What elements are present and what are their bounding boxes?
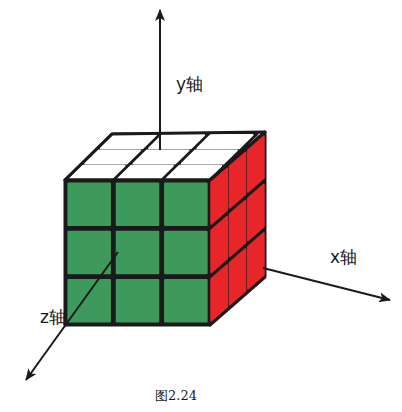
axes [26, 10, 390, 380]
cube-facelet [133, 150, 188, 163]
cube-facelet [118, 166, 173, 179]
rubiks-cube [65, 132, 265, 325]
cube-facelet [182, 150, 237, 163]
cube-facelet [197, 135, 252, 148]
cube-facelet [230, 249, 246, 304]
cube-facelet [165, 232, 207, 274]
cube-facelet [149, 135, 204, 148]
cube-facelet [248, 185, 264, 240]
axis-label: z轴 [40, 307, 66, 327]
cube-facelet [117, 280, 159, 322]
figure-caption: 图2.24 [155, 388, 197, 404]
right-face [210, 132, 265, 325]
cube-facelet [165, 183, 207, 225]
cube-facelet [211, 265, 227, 320]
x-axis [263, 268, 390, 300]
cube-facelet [211, 217, 227, 272]
z-axis [26, 252, 118, 380]
axis-label: y轴 [176, 74, 203, 94]
cube-facelet [117, 183, 159, 225]
cube-facelet [68, 183, 110, 225]
cube-facelet [248, 233, 264, 288]
axis-label: x轴 [330, 247, 357, 267]
cube-facelet [117, 232, 159, 274]
front-face [65, 180, 210, 325]
cube-facelet [165, 280, 207, 322]
cube-facelet [230, 201, 246, 256]
y-axis [159, 10, 161, 150]
cube-facelet [68, 280, 110, 322]
cube-facelet [68, 232, 110, 274]
top-outline [65, 132, 265, 180]
